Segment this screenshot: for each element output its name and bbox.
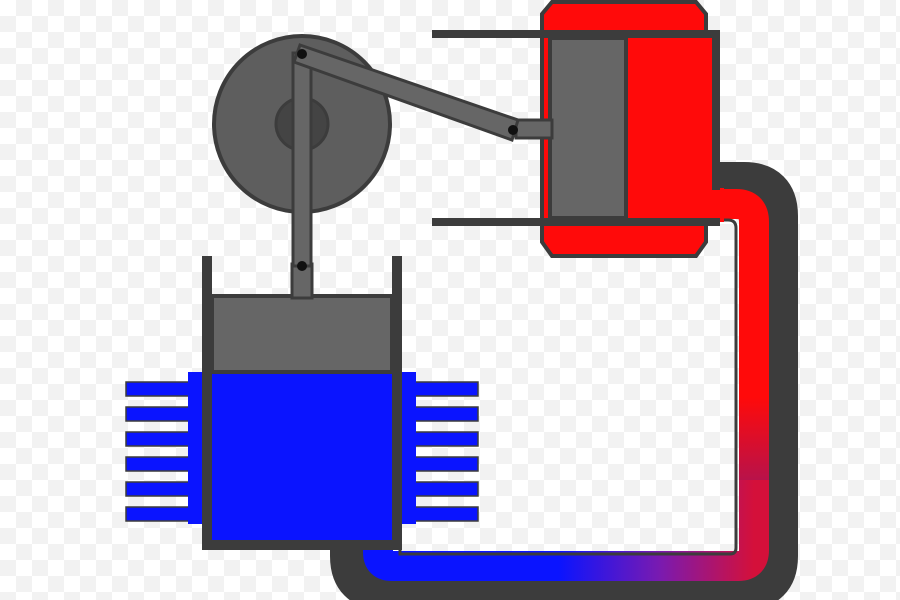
fin-plate-right [400, 372, 416, 524]
cold-connecting-rod [291, 51, 313, 268]
hot-piston-rod-stub [514, 118, 554, 140]
transfer-pipe-riser [716, 189, 769, 480]
transfer-pipe-bottom [363, 470, 769, 581]
cold-cylinder-floor [202, 540, 402, 550]
cold-cylinder-wall-right [392, 256, 402, 550]
linkages [291, 43, 520, 271]
transfer-pipe [330, 162, 798, 600]
cold-cylinder [202, 256, 402, 550]
fin-plate-left [188, 372, 204, 524]
hot-cylinder-end-cap [712, 30, 720, 190]
hot-piston [548, 36, 628, 220]
cold-gas-volume [212, 372, 392, 540]
cold-piston-pin-icon [297, 261, 307, 271]
transfer-pipe-outline [330, 162, 798, 600]
transfer-pipe-inner-wall [398, 218, 738, 556]
hot-cylinder [432, 0, 724, 258]
cooling-fins [125, 372, 479, 524]
cold-cylinder-wall-left [202, 256, 212, 550]
hot-piston-pin-icon [508, 125, 518, 135]
hot-gas-volume [626, 38, 712, 218]
cold-piston [210, 294, 394, 374]
hot-connecting-rod [292, 43, 520, 142]
crank-pin-icon [297, 49, 307, 59]
hot-cylinder-wall-top [432, 30, 720, 38]
hot-cylinder-wall-bottom [432, 218, 720, 226]
